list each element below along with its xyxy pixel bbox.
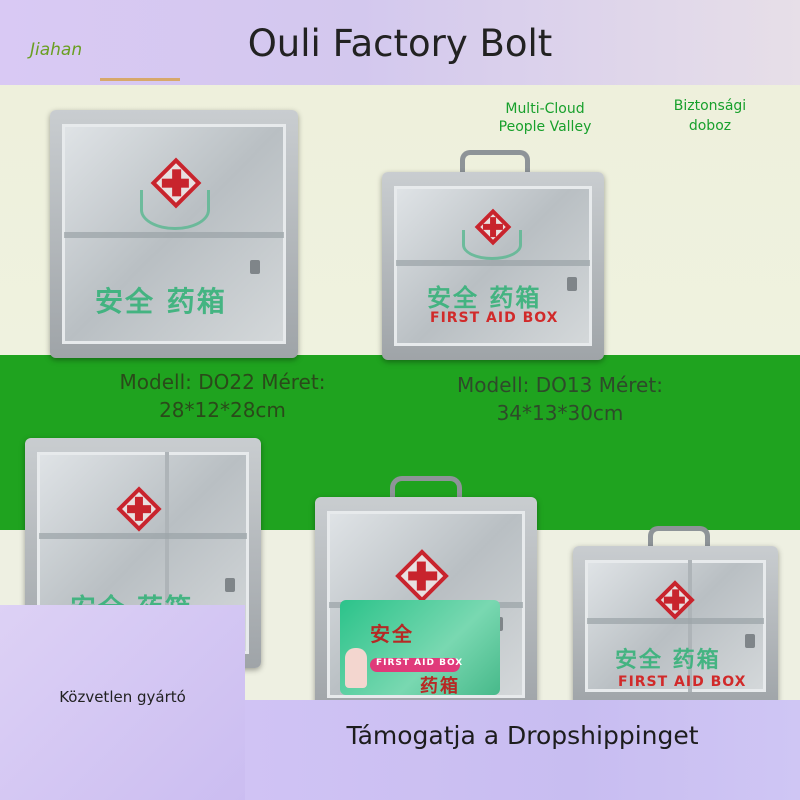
cross-bar-horizontal bbox=[664, 596, 686, 604]
cross-bar-horizontal bbox=[126, 505, 152, 513]
cabinet-do22: 安全 药箱 bbox=[50, 110, 298, 358]
first-aid-label: FIRST AID BOX bbox=[618, 674, 747, 690]
lock-icon bbox=[250, 260, 260, 274]
promo-bottom-bar bbox=[245, 700, 800, 800]
promo-left-panel bbox=[0, 605, 245, 800]
cabinet-shelf bbox=[396, 260, 590, 266]
first-aid-label: FIRST AID BOX bbox=[430, 310, 559, 326]
cabinet-handle bbox=[460, 150, 530, 174]
sticker-title-banner bbox=[370, 658, 460, 672]
laurel-icon bbox=[140, 190, 210, 230]
cabinet-small-two-door: 安全 药箱 FIRST AID BOX bbox=[573, 546, 778, 706]
model-do13-spec: Modell: DO13 Méret: 34*13*30cm bbox=[457, 373, 663, 425]
lock-icon bbox=[567, 277, 577, 291]
page-title: Ouli Factory Bolt bbox=[247, 22, 553, 65]
cabinet-do13: 安全 药箱 FIRST AID BOX bbox=[382, 172, 604, 360]
promo-manufacturer-text: Közvetlen gyártó bbox=[59, 688, 186, 706]
cabinet-shelf bbox=[39, 533, 247, 539]
door-divider bbox=[688, 560, 692, 692]
sticker-first-aid-label: FIRST AID BOX bbox=[376, 658, 464, 668]
model-do22-spec: Modell: DO22 Méret: 28*12*28cm bbox=[119, 370, 326, 422]
laurel-icon bbox=[462, 230, 522, 260]
lock-icon bbox=[745, 634, 755, 648]
cabinet-glass bbox=[394, 186, 592, 346]
door-divider bbox=[165, 452, 169, 654]
watermark: Jiahan bbox=[30, 40, 83, 60]
cabinet-chinese-label: 安全 药箱 bbox=[615, 648, 721, 673]
cabinet-chinese-label: 安全 药箱 bbox=[427, 284, 542, 312]
cabinet-shelf bbox=[587, 618, 764, 624]
tag-cloud: Multi-Cloud People Valley bbox=[498, 101, 592, 135]
watermark-underline bbox=[100, 78, 180, 81]
cabinet-chinese-label: 安全 药箱 bbox=[95, 285, 227, 318]
lock-icon bbox=[225, 578, 235, 592]
promo-dropshipping-text: Támogatja a Dropshippinget bbox=[346, 721, 699, 750]
cross-bar-horizontal bbox=[162, 178, 190, 188]
sticker-chinese-bottom: 药箱 bbox=[420, 676, 460, 697]
title-banner bbox=[0, 0, 800, 85]
cabinet-shelf bbox=[64, 232, 284, 238]
tag-safety: Biztonsági doboz bbox=[673, 98, 747, 134]
cabinet-handle bbox=[648, 526, 710, 550]
cabinet-handle bbox=[390, 476, 462, 502]
nurse-icon bbox=[345, 648, 367, 688]
cross-bar-horizontal bbox=[407, 571, 437, 581]
sticker-chinese-top: 安全 bbox=[370, 622, 414, 646]
